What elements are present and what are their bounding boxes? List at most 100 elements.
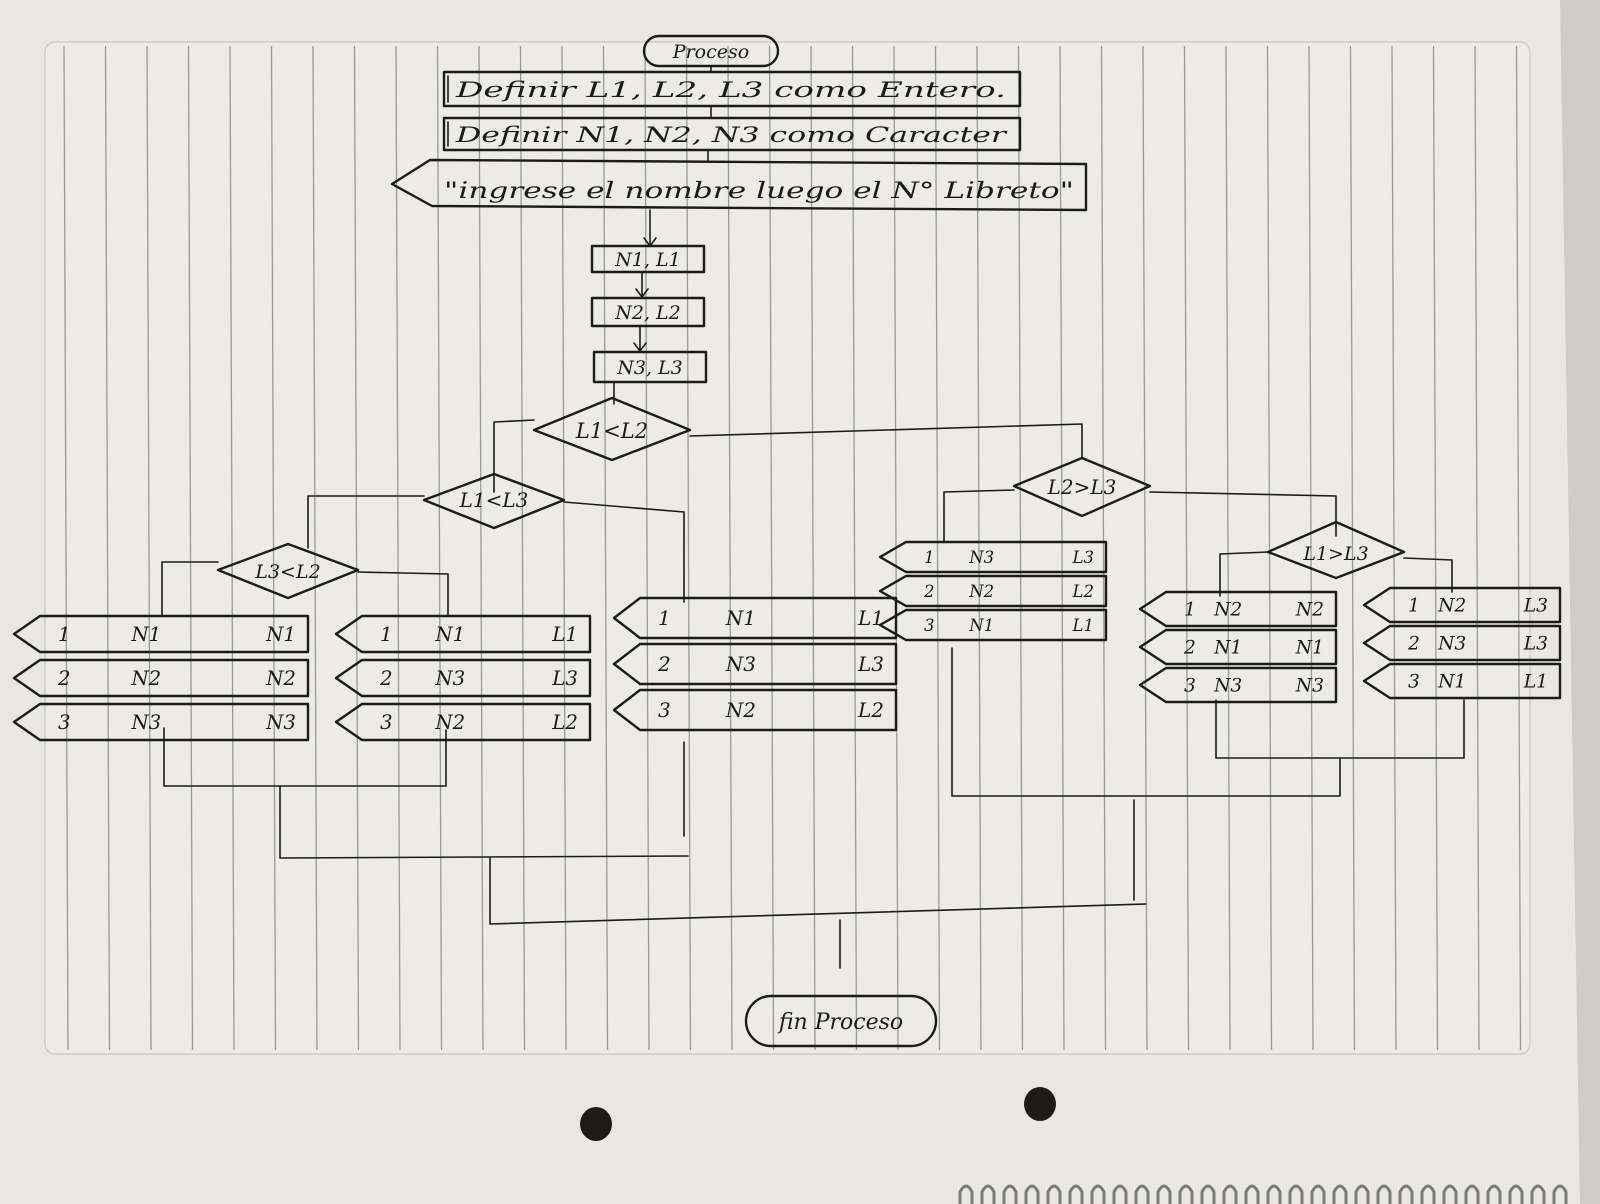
spiral-coil [1442, 1184, 1458, 1204]
output-name: N2 [130, 667, 161, 690]
output-value: N1 [265, 623, 296, 646]
spiral-coil [1222, 1184, 1238, 1204]
spiral-coil [1420, 1184, 1436, 1204]
ruled-line [1432, 45, 1439, 1051]
output-value: N2 [1295, 600, 1324, 621]
output-number: 2 [379, 667, 393, 690]
ruled-line [768, 45, 775, 1051]
output-number: 2 [657, 652, 671, 676]
output-shape [334, 658, 592, 698]
output-number: 1 [380, 623, 393, 646]
decision-right: L2>L3 [1012, 456, 1152, 518]
spiral-coil [1266, 1184, 1282, 1204]
output-number: 3 [1184, 676, 1196, 697]
output-name: N3 [434, 667, 465, 690]
output-number: 3 [924, 616, 935, 635]
output-name: N2 [968, 582, 994, 601]
output-name: N2 [725, 698, 756, 722]
output-number: 3 [58, 711, 71, 734]
output-value: L2 [857, 698, 884, 722]
ruled-line [1266, 45, 1273, 1051]
ruled-line [1308, 45, 1314, 1051]
spiral-coil [958, 1184, 974, 1204]
ruled-line [810, 45, 816, 1051]
output-number: 1 [1184, 600, 1196, 621]
output-name: N3 [725, 652, 756, 676]
output-number: 1 [1408, 596, 1420, 617]
output-number: 3 [658, 698, 671, 722]
ruled-line [478, 45, 484, 1051]
output-group-c: 1 N1 L1 2 N3 L3 3 N2 L2 [612, 596, 898, 732]
ruled-line [1349, 45, 1356, 1051]
output-number: 1 [58, 623, 71, 646]
ruled-line [934, 45, 941, 1051]
output-value: L3 [551, 667, 578, 690]
spiral-coil [1354, 1184, 1370, 1204]
ruled-line [851, 45, 858, 1051]
ruled-line [561, 45, 567, 1051]
ruled-line [644, 45, 650, 1051]
output-value: L1 [1072, 616, 1094, 635]
ruled-line [395, 45, 401, 1051]
decision-right-right-label: L1>L3 [1302, 543, 1368, 565]
spiral-coil [1530, 1184, 1546, 1204]
spiral-coil [1552, 1184, 1568, 1204]
ruled-line [146, 45, 152, 1051]
output-name: N1 [725, 606, 756, 630]
end-terminal: fin Proceso [744, 994, 938, 1048]
decision-left: L1<L3 [422, 472, 566, 530]
output-shape [1362, 624, 1562, 662]
define-char-label: Definir N1, N2, N3 como Caracter [454, 123, 1008, 147]
ruled-line [1183, 45, 1190, 1051]
decision-root-label: L1<L2 [575, 419, 648, 443]
start-label: Proceso [672, 41, 749, 63]
spiral-coil [1288, 1184, 1304, 1204]
ruled-line [312, 45, 318, 1051]
output-number: 2 [923, 582, 935, 601]
ruled-line [187, 45, 194, 1051]
output-value: L2 [551, 711, 578, 734]
output-shape [878, 540, 1108, 574]
prompt-output-shape: "ingrese el nombre luego el N° Libreto" [390, 158, 1088, 212]
ruled-line [602, 45, 609, 1051]
ruled-line [436, 45, 443, 1051]
output-value: N2 [265, 667, 296, 690]
output-value: L3 [857, 652, 884, 676]
read2-label: N2, L2 [614, 302, 681, 324]
decision-right-label: L2>L3 [1047, 475, 1117, 499]
output-name: N2 [1213, 600, 1242, 621]
output-shape [878, 574, 1108, 608]
output-shape [612, 596, 898, 640]
output-value: N3 [265, 711, 296, 734]
decision-root: L1<L2 [532, 396, 692, 462]
spiral-coil [1156, 1184, 1172, 1204]
output-value: L1 [551, 623, 578, 646]
output-number: 1 [658, 606, 671, 630]
output-shape [612, 688, 898, 732]
define-int-label: Definir L1, L2, L3 como Entero. [454, 78, 1006, 102]
spiral-binding [958, 1184, 1568, 1204]
spiral-coil [1024, 1184, 1040, 1204]
ruled-line [229, 45, 235, 1051]
grid-area [44, 41, 1531, 1055]
output-value: N3 [1295, 676, 1324, 697]
spiral-coil [1200, 1184, 1216, 1204]
spiral-coil [980, 1184, 996, 1204]
define-char-box: Definir N1, N2, N3 como Caracter [442, 116, 1022, 152]
output-name: N3 [1213, 676, 1242, 697]
spiral-coil [1486, 1184, 1502, 1204]
ruled-line [519, 45, 526, 1051]
spiral-coil [1464, 1184, 1480, 1204]
output-value: L2 [1072, 582, 1094, 601]
output-name: N1 [130, 623, 161, 646]
ruled-line [1017, 45, 1024, 1051]
output-value: L1 [857, 606, 884, 630]
spiral-coil [1046, 1184, 1062, 1204]
output-name: N1 [434, 623, 465, 646]
read-n1-l1-box: N1, L1 [590, 244, 706, 274]
ruled-line [1059, 45, 1065, 1051]
output-name: N1 [1437, 672, 1466, 693]
spiral-coil [1310, 1184, 1326, 1204]
